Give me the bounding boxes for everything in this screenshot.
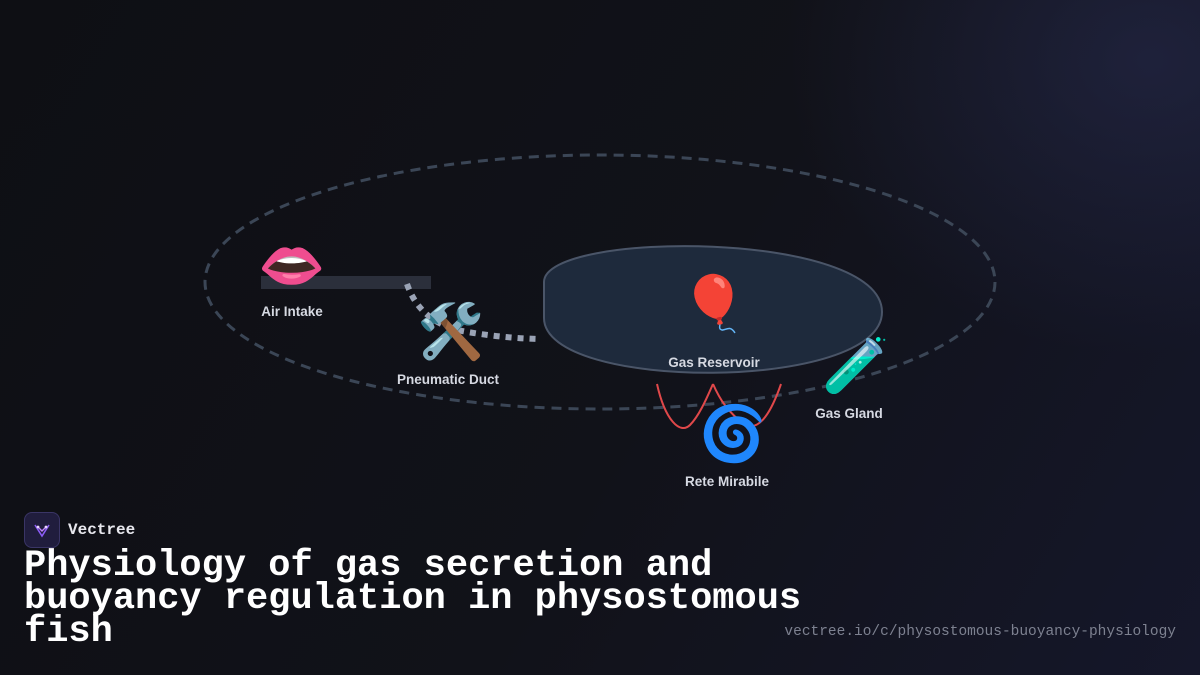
vectree-logo-icon [24, 512, 60, 548]
source-url[interactable]: vectree.io/c/physostomous-buoyancy-physi… [784, 624, 1176, 640]
balloon-icon: 🎈 [680, 272, 748, 335]
pneumatic-duct-path [404, 282, 541, 342]
cyclone-icon: 🌀 [699, 402, 767, 465]
brand-name: Vectree [68, 521, 136, 539]
test-tube-icon: 🧪 [822, 334, 890, 397]
esophagus-bar [261, 276, 431, 289]
swim-bladder-shape [543, 245, 884, 374]
node-label-gas-reservoir: Gas Reservoir [668, 355, 760, 370]
brand: Vectree [24, 512, 135, 548]
node-label-pneumatic-duct: Pneumatic Duct [396, 372, 500, 387]
node-label-rete-mirabile: Rete Mirabile [684, 474, 770, 489]
fish-body-outline [203, 153, 997, 411]
page-title: Physiology of gas secretion and buoyancy… [24, 545, 802, 653]
blood-vessel-right [712, 383, 782, 428]
node-label-gas-gland: Gas Gland [815, 406, 883, 421]
lips-icon: 👄 [258, 234, 326, 297]
node-label-air-intake: Air Intake [261, 304, 323, 319]
blood-vessel-left [656, 383, 714, 429]
hammer-wrench-icon: 🛠️ [417, 300, 485, 363]
